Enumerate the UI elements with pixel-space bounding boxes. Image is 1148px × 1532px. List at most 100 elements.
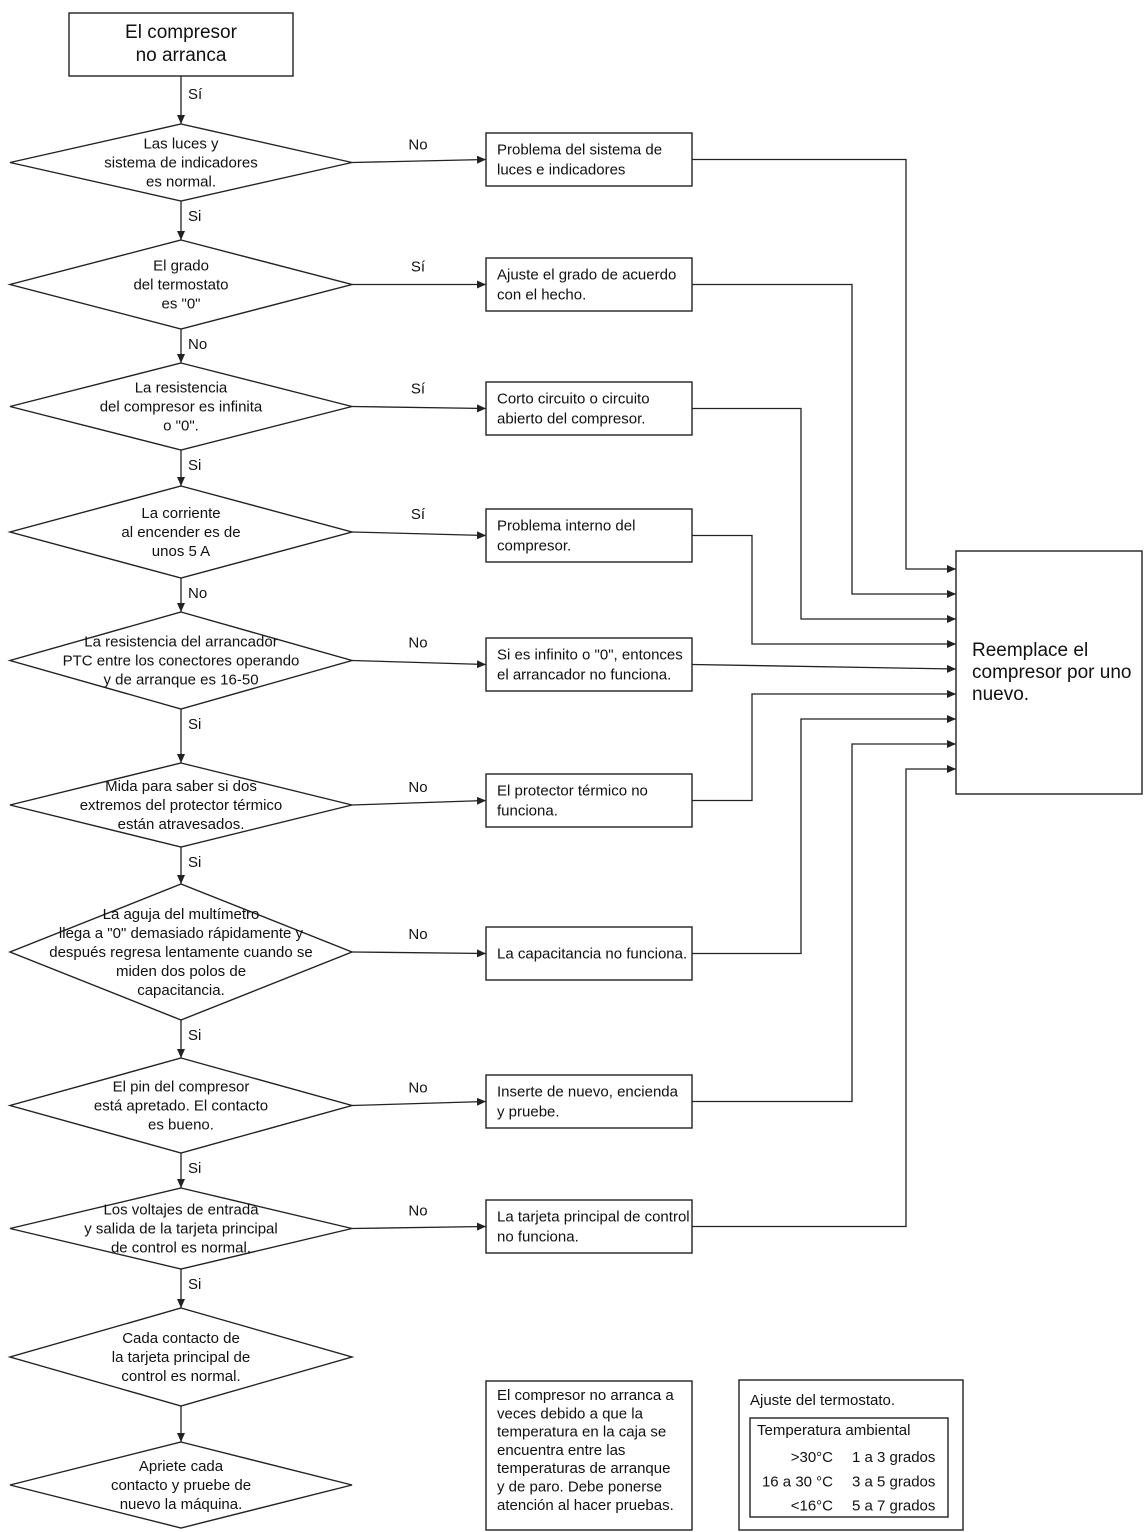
decision-text: control es normal. xyxy=(121,1368,240,1385)
outcome-text: compresor. xyxy=(497,538,571,555)
decision-text: capacitancia. xyxy=(137,982,225,999)
decision-text: al encender es de xyxy=(121,524,240,541)
decision-diamond xyxy=(9,762,353,848)
label-down: Si xyxy=(188,208,201,225)
note-text: temperatura en la caja se xyxy=(497,1424,666,1441)
connector-branch xyxy=(351,796,487,806)
label-start-down: Sí xyxy=(188,86,203,103)
decision-text: está apretado. El contacto xyxy=(94,1098,268,1115)
connector-to-result xyxy=(692,765,956,1228)
outcome-text: La tarjeta principal de control xyxy=(497,1209,690,1226)
connector-to-result xyxy=(692,715,956,955)
outcome-text: no funciona. xyxy=(497,1229,579,1246)
decision-text: Cada contacto de xyxy=(122,1330,240,1347)
outcome-text: El protector térmico no xyxy=(497,783,648,800)
label-branch: Sí xyxy=(411,506,426,523)
decision-text: Los voltajes de entrada xyxy=(103,1202,259,1219)
decision-text: La resistencia xyxy=(135,380,228,397)
decision-diamond xyxy=(7,485,355,579)
outcome-box xyxy=(485,381,693,436)
decision-text: El grado xyxy=(153,258,209,275)
decision-text: es bueno. xyxy=(148,1117,214,1134)
decision-text: PTC entre los conectores operando xyxy=(63,653,300,670)
start-box xyxy=(68,12,294,77)
thermostat-table xyxy=(749,1417,949,1518)
decision-text: están atravesados. xyxy=(118,816,245,833)
label-down: Si xyxy=(188,457,201,474)
connectors xyxy=(177,76,957,1517)
result-box xyxy=(955,550,1143,795)
thermostat-header: Temperatura ambiental xyxy=(757,1422,910,1439)
outcome-text: Ajuste el grado de acuerdo xyxy=(497,267,676,284)
outcome-text: con el hecho. xyxy=(497,287,586,304)
decision-diamond xyxy=(9,123,353,202)
decision-text: La resistencia del arrancador xyxy=(84,634,277,651)
note-text: veces debido a que la xyxy=(497,1405,644,1422)
outcome-text: Inserte de nuevo, encienda xyxy=(497,1084,679,1101)
label-down: No xyxy=(188,585,207,602)
thermostat-setting: 3 a 5 grados xyxy=(852,1473,935,1490)
connector-branch xyxy=(351,1097,487,1107)
decision-text: miden dos polos de xyxy=(116,963,246,980)
decision-text: llega a "0" demasiado rápidamente y xyxy=(59,925,304,942)
label-down: Si xyxy=(188,716,201,733)
label-down: Si xyxy=(188,1160,201,1177)
note-box xyxy=(485,1380,693,1531)
thermostat-setting: 5 a 7 grados xyxy=(852,1498,935,1515)
decision-text: del termostato xyxy=(133,277,228,294)
outcome-box xyxy=(485,257,693,312)
label-down: Si xyxy=(188,854,201,871)
decision-text: La aguja del multímetro xyxy=(103,906,260,923)
outcome-text: el arrancador no funciona. xyxy=(497,667,671,684)
label-down: No xyxy=(188,336,207,353)
decision-text: del compresor es infinita xyxy=(100,399,263,416)
decision-text: contacto y pruebe de xyxy=(111,1477,251,1494)
connector-to-result xyxy=(692,534,956,648)
outcome-text: Si es infinito o "0", entonces xyxy=(497,647,683,664)
decision-text: La corriente xyxy=(141,505,220,522)
decision-diamond xyxy=(9,1441,353,1529)
decision-diamond xyxy=(8,883,354,1021)
note-text: y de paro. Debe ponerse xyxy=(497,1479,662,1496)
outcome-box xyxy=(485,132,693,187)
outcome-text: funciona. xyxy=(497,803,558,820)
shapes xyxy=(7,12,1143,1531)
thermostat-title: Ajuste del termostato. xyxy=(750,1392,895,1409)
connector-branch xyxy=(351,531,487,540)
note-text: encuentra entre las xyxy=(497,1442,625,1459)
note-text: El compresor no arranca a xyxy=(497,1387,674,1404)
label-branch: No xyxy=(408,926,427,943)
label-branch: No xyxy=(408,1080,427,1097)
decision-text: o "0". xyxy=(163,418,199,435)
decision-diamond xyxy=(7,239,355,330)
decision-diamond xyxy=(7,1057,355,1154)
outcome-box xyxy=(485,1199,693,1254)
decision-text: es "0" xyxy=(161,296,200,313)
decision-text: Mida para saber si dos xyxy=(105,778,257,795)
decision-text: de control es normal. xyxy=(111,1240,251,1257)
note-text: temperaturas de arranque xyxy=(497,1460,670,1477)
connector-to-result xyxy=(691,663,957,673)
label-branch: Sí xyxy=(411,381,426,398)
decision-diamond xyxy=(9,1187,353,1270)
label-branch: No xyxy=(408,1203,427,1220)
connector-to-result xyxy=(692,407,956,623)
decision-text: extremos del protector térmico xyxy=(80,797,283,814)
outcome-text: Corto circuito o circuito xyxy=(497,391,650,408)
thermostat-temp: 16 a 30 °C xyxy=(762,1473,833,1490)
label-branch: No xyxy=(408,137,427,154)
label-branch: No xyxy=(408,779,427,796)
outcome-text: La capacitancia no funciona. xyxy=(497,946,687,963)
decision-diamond xyxy=(7,611,355,710)
outcome-text: Problema interno del xyxy=(497,518,635,535)
start-text: El compresor xyxy=(125,22,238,43)
outcome-box xyxy=(485,508,693,563)
decision-text: El pin del compresor xyxy=(113,1079,250,1096)
outcome-box xyxy=(485,926,693,981)
decision-text: después regresa lentamente cuando se xyxy=(49,944,313,961)
decision-text: sistema de indicadores xyxy=(104,155,257,172)
label-down: Si xyxy=(188,1027,201,1044)
decision-text: Apriete cada xyxy=(139,1458,224,1475)
start-text: no arranca xyxy=(136,45,227,66)
